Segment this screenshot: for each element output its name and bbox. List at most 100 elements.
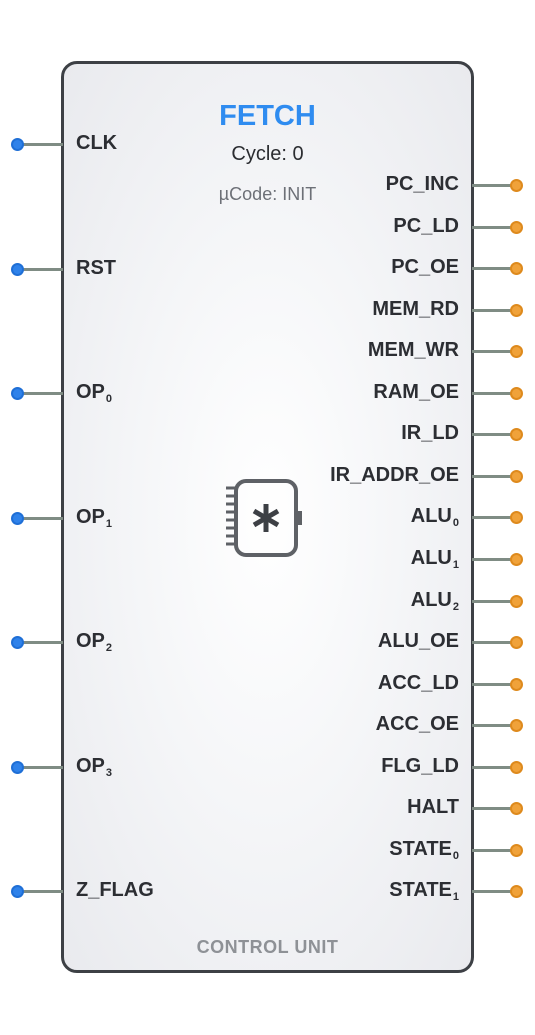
- pin-label-alu0: ALU0: [411, 504, 459, 535]
- pin-label-op3: OP3: [76, 754, 112, 785]
- pin-label-rst: RST: [76, 256, 116, 280]
- pin-name: PC_LD: [393, 215, 459, 237]
- pin-wire-op3: [18, 766, 63, 769]
- pin-label-acc-oe: ACC_OE: [376, 712, 459, 736]
- pin-label-pc-oe: PC_OE: [391, 255, 459, 279]
- pin-wire-ir-addr-oe: [472, 475, 516, 478]
- pin-connector-pc-ld[interactable]: [510, 221, 523, 234]
- pin-wire-op1: [18, 517, 63, 520]
- pin-subscript: 0: [452, 517, 459, 529]
- pin-connector-ir-ld[interactable]: [510, 428, 523, 441]
- pin-subscript: 2: [452, 601, 459, 613]
- microcode-label: µCode: INIT: [218, 184, 317, 204]
- pin-wire-alu2: [472, 600, 516, 603]
- pin-label-alu-oe: ALU_OE: [378, 629, 459, 653]
- pin-label-ir-ld: IR_LD: [401, 421, 459, 445]
- pin-connector-op3[interactable]: [11, 761, 24, 774]
- pin-wire-alu0: [472, 516, 516, 519]
- pin-subscript: 0: [105, 393, 113, 405]
- pin-connector-halt[interactable]: [510, 802, 523, 815]
- pin-label-mem-rd: MEM_RD: [372, 297, 459, 321]
- pin-label-pc-inc: PC_INC: [386, 172, 459, 196]
- pin-name: STATE: [389, 838, 452, 860]
- pin-connector-mem-rd[interactable]: [510, 304, 523, 317]
- pin-wire-op2: [18, 641, 63, 644]
- pin-wire-state1: [472, 890, 516, 893]
- pin-wire-halt: [472, 807, 516, 810]
- pin-name: MEM_WR: [367, 339, 459, 361]
- pin-connector-alu2[interactable]: [510, 595, 523, 608]
- pin-label-mem-wr: MEM_WR: [368, 338, 459, 362]
- pin-label-alu2: ALU2: [411, 588, 459, 619]
- pin-connector-alu0[interactable]: [510, 511, 523, 524]
- pin-connector-pc-inc[interactable]: [510, 179, 523, 192]
- pin-wire-z-flag: [18, 890, 63, 893]
- pin-subscript: 2: [105, 642, 113, 654]
- pin-name: FLG_LD: [381, 755, 459, 777]
- pin-connector-state0[interactable]: [510, 844, 523, 857]
- pin-label-state0: STATE0: [389, 837, 459, 868]
- pin-connector-acc-oe[interactable]: [510, 719, 523, 732]
- pin-label-op0: OP0: [76, 380, 112, 411]
- pin-wire-pc-oe: [472, 267, 516, 270]
- block-type-label: CONTROL UNIT: [196, 937, 339, 957]
- pin-connector-mem-wr[interactable]: [510, 345, 523, 358]
- chip-icon: [226, 479, 302, 557]
- pin-wire-alu-oe: [472, 641, 516, 644]
- pin-label-ram-oe: RAM_OE: [373, 380, 459, 404]
- pin-name: ALU_OE: [377, 630, 459, 652]
- pin-connector-acc-ld[interactable]: [510, 678, 523, 691]
- pin-wire-pc-inc: [472, 184, 516, 187]
- pin-name: MEM_RD: [372, 298, 459, 320]
- pin-connector-z-flag[interactable]: [11, 885, 24, 898]
- pin-label-z-flag: Z_FLAG: [76, 878, 154, 902]
- pin-label-clk: CLK: [76, 131, 117, 155]
- pin-label-alu1: ALU1: [411, 546, 459, 577]
- pin-name: ALU: [410, 547, 452, 569]
- pin-connector-op0[interactable]: [11, 387, 24, 400]
- pin-name: PC_OE: [391, 256, 459, 278]
- pin-name: OP: [76, 381, 105, 403]
- pin-connector-alu1[interactable]: [510, 553, 523, 566]
- pin-connector-clk[interactable]: [11, 138, 24, 151]
- pin-label-pc-ld: PC_LD: [393, 214, 459, 238]
- pin-label-acc-ld: ACC_LD: [378, 671, 459, 695]
- pin-connector-op2[interactable]: [11, 636, 24, 649]
- pin-connector-ram-oe[interactable]: [510, 387, 523, 400]
- pin-wire-ir-ld: [472, 433, 516, 436]
- pin-name: ALU: [410, 589, 452, 611]
- pin-connector-alu-oe[interactable]: [510, 636, 523, 649]
- pin-name: IR_LD: [401, 422, 459, 444]
- pin-name: CLK: [76, 132, 118, 154]
- pin-wire-mem-rd: [472, 309, 516, 312]
- pin-wire-rst: [18, 268, 63, 271]
- pin-name: ACC_OE: [375, 713, 459, 735]
- pin-connector-pc-oe[interactable]: [510, 262, 523, 275]
- state-name: FETCH: [219, 100, 316, 132]
- pin-label-op2: OP2: [76, 629, 112, 660]
- pin-wire-op0: [18, 392, 63, 395]
- pin-wire-pc-ld: [472, 226, 516, 229]
- pin-connector-rst[interactable]: [11, 263, 24, 276]
- pin-subscript: 3: [105, 767, 113, 779]
- pin-connector-flg-ld[interactable]: [510, 761, 523, 774]
- pin-wire-state0: [472, 849, 516, 852]
- pin-name: HALT: [407, 796, 459, 818]
- pin-wire-ram-oe: [472, 392, 516, 395]
- pin-subscript: 0: [452, 850, 459, 862]
- pin-connector-ir-addr-oe[interactable]: [510, 470, 523, 483]
- pin-name: PC_INC: [385, 173, 459, 195]
- pin-name: ALU: [410, 505, 452, 527]
- pin-subscript: 1: [452, 559, 459, 571]
- pin-connector-state1[interactable]: [510, 885, 523, 898]
- pin-name: RAM_OE: [373, 381, 459, 403]
- pin-label-state1: STATE1: [389, 878, 459, 909]
- pin-name: RST: [76, 257, 116, 279]
- pin-wire-acc-oe: [472, 724, 516, 727]
- pin-name: OP: [76, 755, 105, 777]
- pin-connector-op1[interactable]: [11, 512, 24, 525]
- pin-label-halt: HALT: [407, 795, 459, 819]
- pin-label-ir-addr-oe: IR_ADDR_OE: [330, 463, 459, 487]
- pin-wire-mem-wr: [472, 350, 516, 353]
- pin-wire-acc-ld: [472, 683, 516, 686]
